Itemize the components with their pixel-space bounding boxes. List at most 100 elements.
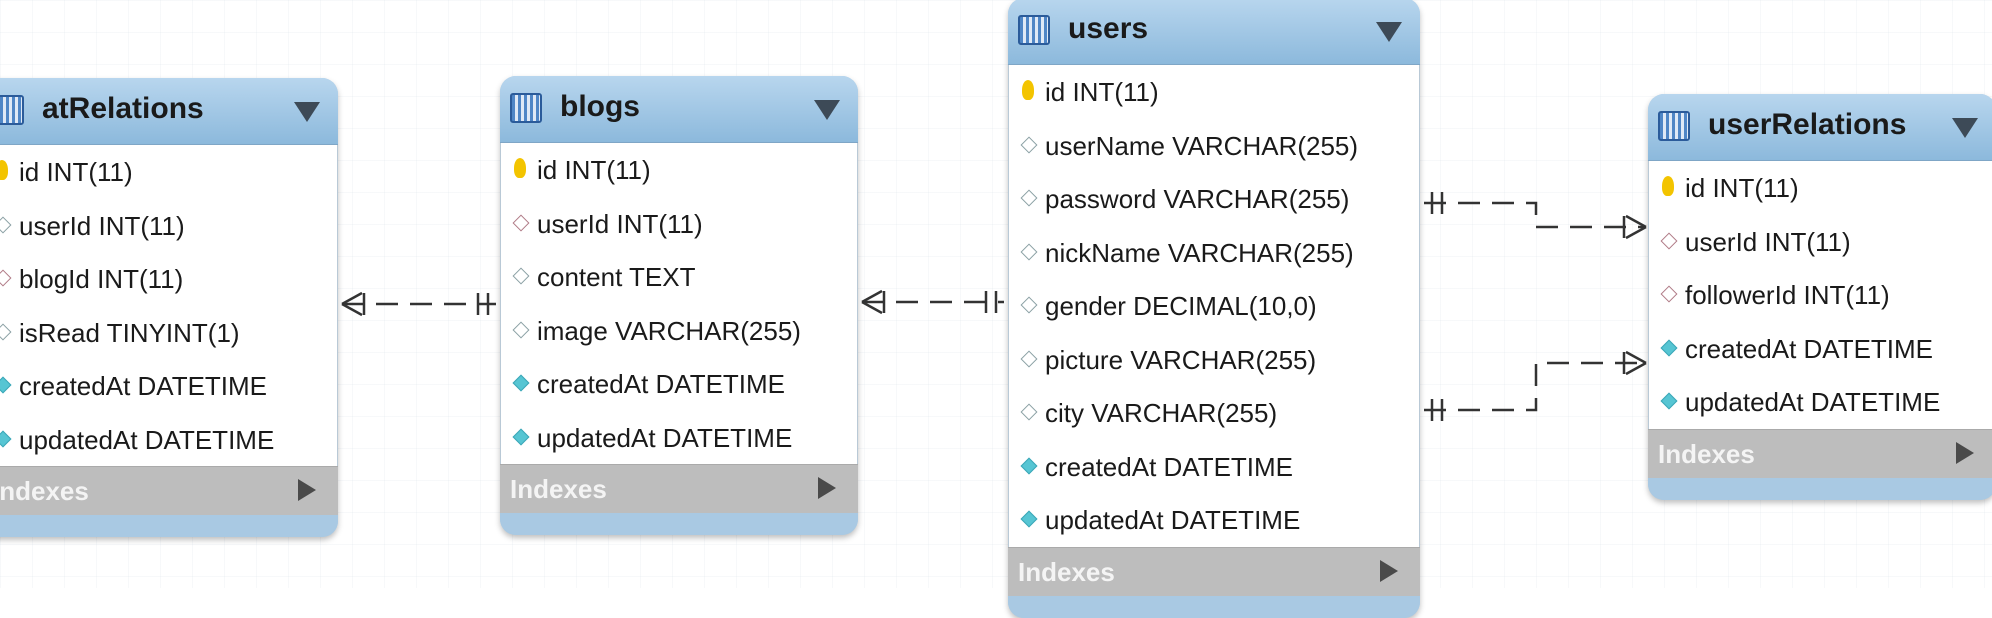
column-definition: gender DECIMAL(10,0) <box>1045 291 1317 321</box>
column-definition: createdAt DATETIME <box>537 369 786 399</box>
table-atRelations[interactable]: atRelations id INT(11)userId INT(11)blogI… <box>0 78 338 537</box>
table-header[interactable]: userRelations <box>1648 94 1992 161</box>
indexes-section[interactable]: Indexes <box>500 464 858 513</box>
column-row[interactable]: updatedAt DATETIME <box>0 413 337 467</box>
column-row[interactable]: city VARCHAR(255) <box>1009 386 1419 440</box>
column-hollow-diamond-icon <box>1020 189 1038 207</box>
primary-key-icon <box>1662 176 1674 196</box>
indexes-label: Indexes <box>0 476 89 506</box>
column-hollow-diamond-icon <box>512 321 530 338</box>
column-definition: userId INT(11) <box>537 208 703 239</box>
indexes-section[interactable]: Indexes <box>1648 428 1992 478</box>
foreign-key-diamond-icon <box>1660 232 1678 249</box>
table-footer <box>0 515 338 537</box>
column-row[interactable]: id INT(11) <box>1009 65 1419 119</box>
table-userRelations[interactable]: userRelations id INT(11) userId INT(11) fol… <box>1648 94 1992 500</box>
column-hollow-diamond-icon <box>1020 243 1038 260</box>
column-row[interactable]: isRead TINYINT(1) <box>0 306 337 360</box>
column-definition: id INT(11) <box>1685 173 1799 203</box>
column-definition: createdAt DATETIME <box>19 371 268 401</box>
column-definition: picture VARCHAR(255) <box>1045 344 1317 375</box>
column-definition: content TEXT <box>537 262 696 292</box>
table-footer <box>1648 477 1992 500</box>
expand-arrow-icon[interactable] <box>298 479 316 501</box>
column-definition: isRead TINYINT(1) <box>19 317 240 348</box>
atrelations-many-end-crow-bottom <box>341 302 363 317</box>
column-row[interactable]: updatedAt DATETIME <box>501 411 857 465</box>
column-row[interactable]: id INT(11) <box>1649 161 1992 215</box>
column-hollow-diamond-icon <box>512 267 530 285</box>
blogs-many-end-crow-bottom <box>861 300 883 315</box>
table-header[interactable]: atRelations <box>0 78 338 145</box>
column-definition: nickName VARCHAR(255) <box>1045 237 1354 268</box>
table-footer <box>500 513 858 535</box>
table-grid-icon <box>1018 15 1050 45</box>
column-row[interactable]: createdAt DATETIME <box>1649 322 1992 376</box>
collapse-triangle-icon[interactable] <box>1952 118 1978 138</box>
not-null-filled-diamond-icon <box>0 430 12 447</box>
column-definition: updatedAt DATETIME <box>19 424 275 455</box>
column-row[interactable]: blogId INT(11) <box>0 252 337 306</box>
column-row[interactable]: updatedAt DATETIME <box>1649 375 1992 429</box>
column-definition: createdAt DATETIME <box>1045 451 1294 482</box>
expand-arrow-icon[interactable] <box>1380 559 1398 582</box>
userrelations-upper-many-end-crow-top <box>1625 214 1647 229</box>
foreign-key-diamond-icon <box>0 269 12 287</box>
collapse-triangle-icon[interactable] <box>1376 22 1402 42</box>
not-null-filled-diamond-icon <box>1660 392 1678 410</box>
column-row[interactable]: content TEXT <box>501 250 857 304</box>
column-row[interactable]: createdAt DATETIME <box>1009 440 1419 494</box>
table-header[interactable]: blogs <box>500 76 858 143</box>
column-row[interactable]: password VARCHAR(255) <box>1009 172 1419 226</box>
column-row[interactable]: userId INT(11) <box>0 199 337 253</box>
collapse-triangle-icon[interactable] <box>294 102 320 122</box>
foreign-key-diamond-icon <box>512 214 530 231</box>
column-row[interactable]: userId INT(11) <box>501 197 857 251</box>
column-row[interactable]: followerId INT(11) <box>1649 268 1992 322</box>
column-row[interactable]: createdAt DATETIME <box>501 357 857 411</box>
table-grid-icon <box>0 95 24 125</box>
primary-key-icon <box>1022 80 1034 100</box>
not-null-filled-diamond-icon <box>512 374 530 392</box>
indexes-label: Indexes <box>1018 556 1115 587</box>
column-row[interactable]: id INT(11) <box>501 143 857 197</box>
column-row[interactable]: createdAt DATETIME <box>0 359 337 413</box>
primary-key-icon <box>514 158 526 178</box>
blogs-many-end-crow-top <box>861 289 883 304</box>
primary-key-icon <box>0 160 8 180</box>
not-null-filled-diamond-icon <box>512 428 530 445</box>
indexes-label: Indexes <box>510 474 607 504</box>
not-null-filled-diamond-icon <box>1020 457 1038 474</box>
indexes-section[interactable]: Indexes <box>0 466 338 515</box>
foreign-key-diamond-icon <box>1660 285 1678 303</box>
indexes-label: Indexes <box>1658 438 1755 469</box>
column-row[interactable]: userId INT(11) <box>1649 215 1992 269</box>
column-row[interactable]: id INT(11) <box>0 145 337 199</box>
column-definition: createdAt DATETIME <box>1685 333 1934 364</box>
indexes-section[interactable]: Indexes <box>1008 546 1420 596</box>
column-row[interactable]: gender DECIMAL(10,0) <box>1009 279 1419 333</box>
table-title: userRelations <box>1708 108 1907 141</box>
expand-arrow-icon[interactable] <box>1956 441 1974 464</box>
table-title: atRelations <box>42 92 204 125</box>
column-row[interactable]: userName VARCHAR(255) <box>1009 119 1419 173</box>
column-row[interactable]: picture VARCHAR(255) <box>1009 333 1419 387</box>
table-header[interactable]: users <box>1008 0 1420 65</box>
not-null-filled-diamond-icon <box>0 376 12 394</box>
column-hollow-diamond-icon <box>1020 136 1038 153</box>
atrelations-many-end-crow-top <box>341 291 363 306</box>
table-grid-icon <box>510 93 542 123</box>
collapse-triangle-icon[interactable] <box>814 100 840 120</box>
expand-arrow-icon[interactable] <box>818 477 836 499</box>
not-null-filled-diamond-icon <box>1660 339 1678 356</box>
column-list: id INT(11) userId INT(11) content TEXT imag… <box>500 143 858 464</box>
userrelations-upper-many-end-crow-bottom <box>1625 225 1647 240</box>
column-definition: followerId INT(11) <box>1685 280 1890 310</box>
column-row[interactable]: updatedAt DATETIME <box>1009 493 1419 547</box>
column-row[interactable]: image VARCHAR(255) <box>501 304 857 358</box>
column-row[interactable]: nickName VARCHAR(255) <box>1009 226 1419 280</box>
column-hollow-diamond-icon <box>0 323 12 340</box>
